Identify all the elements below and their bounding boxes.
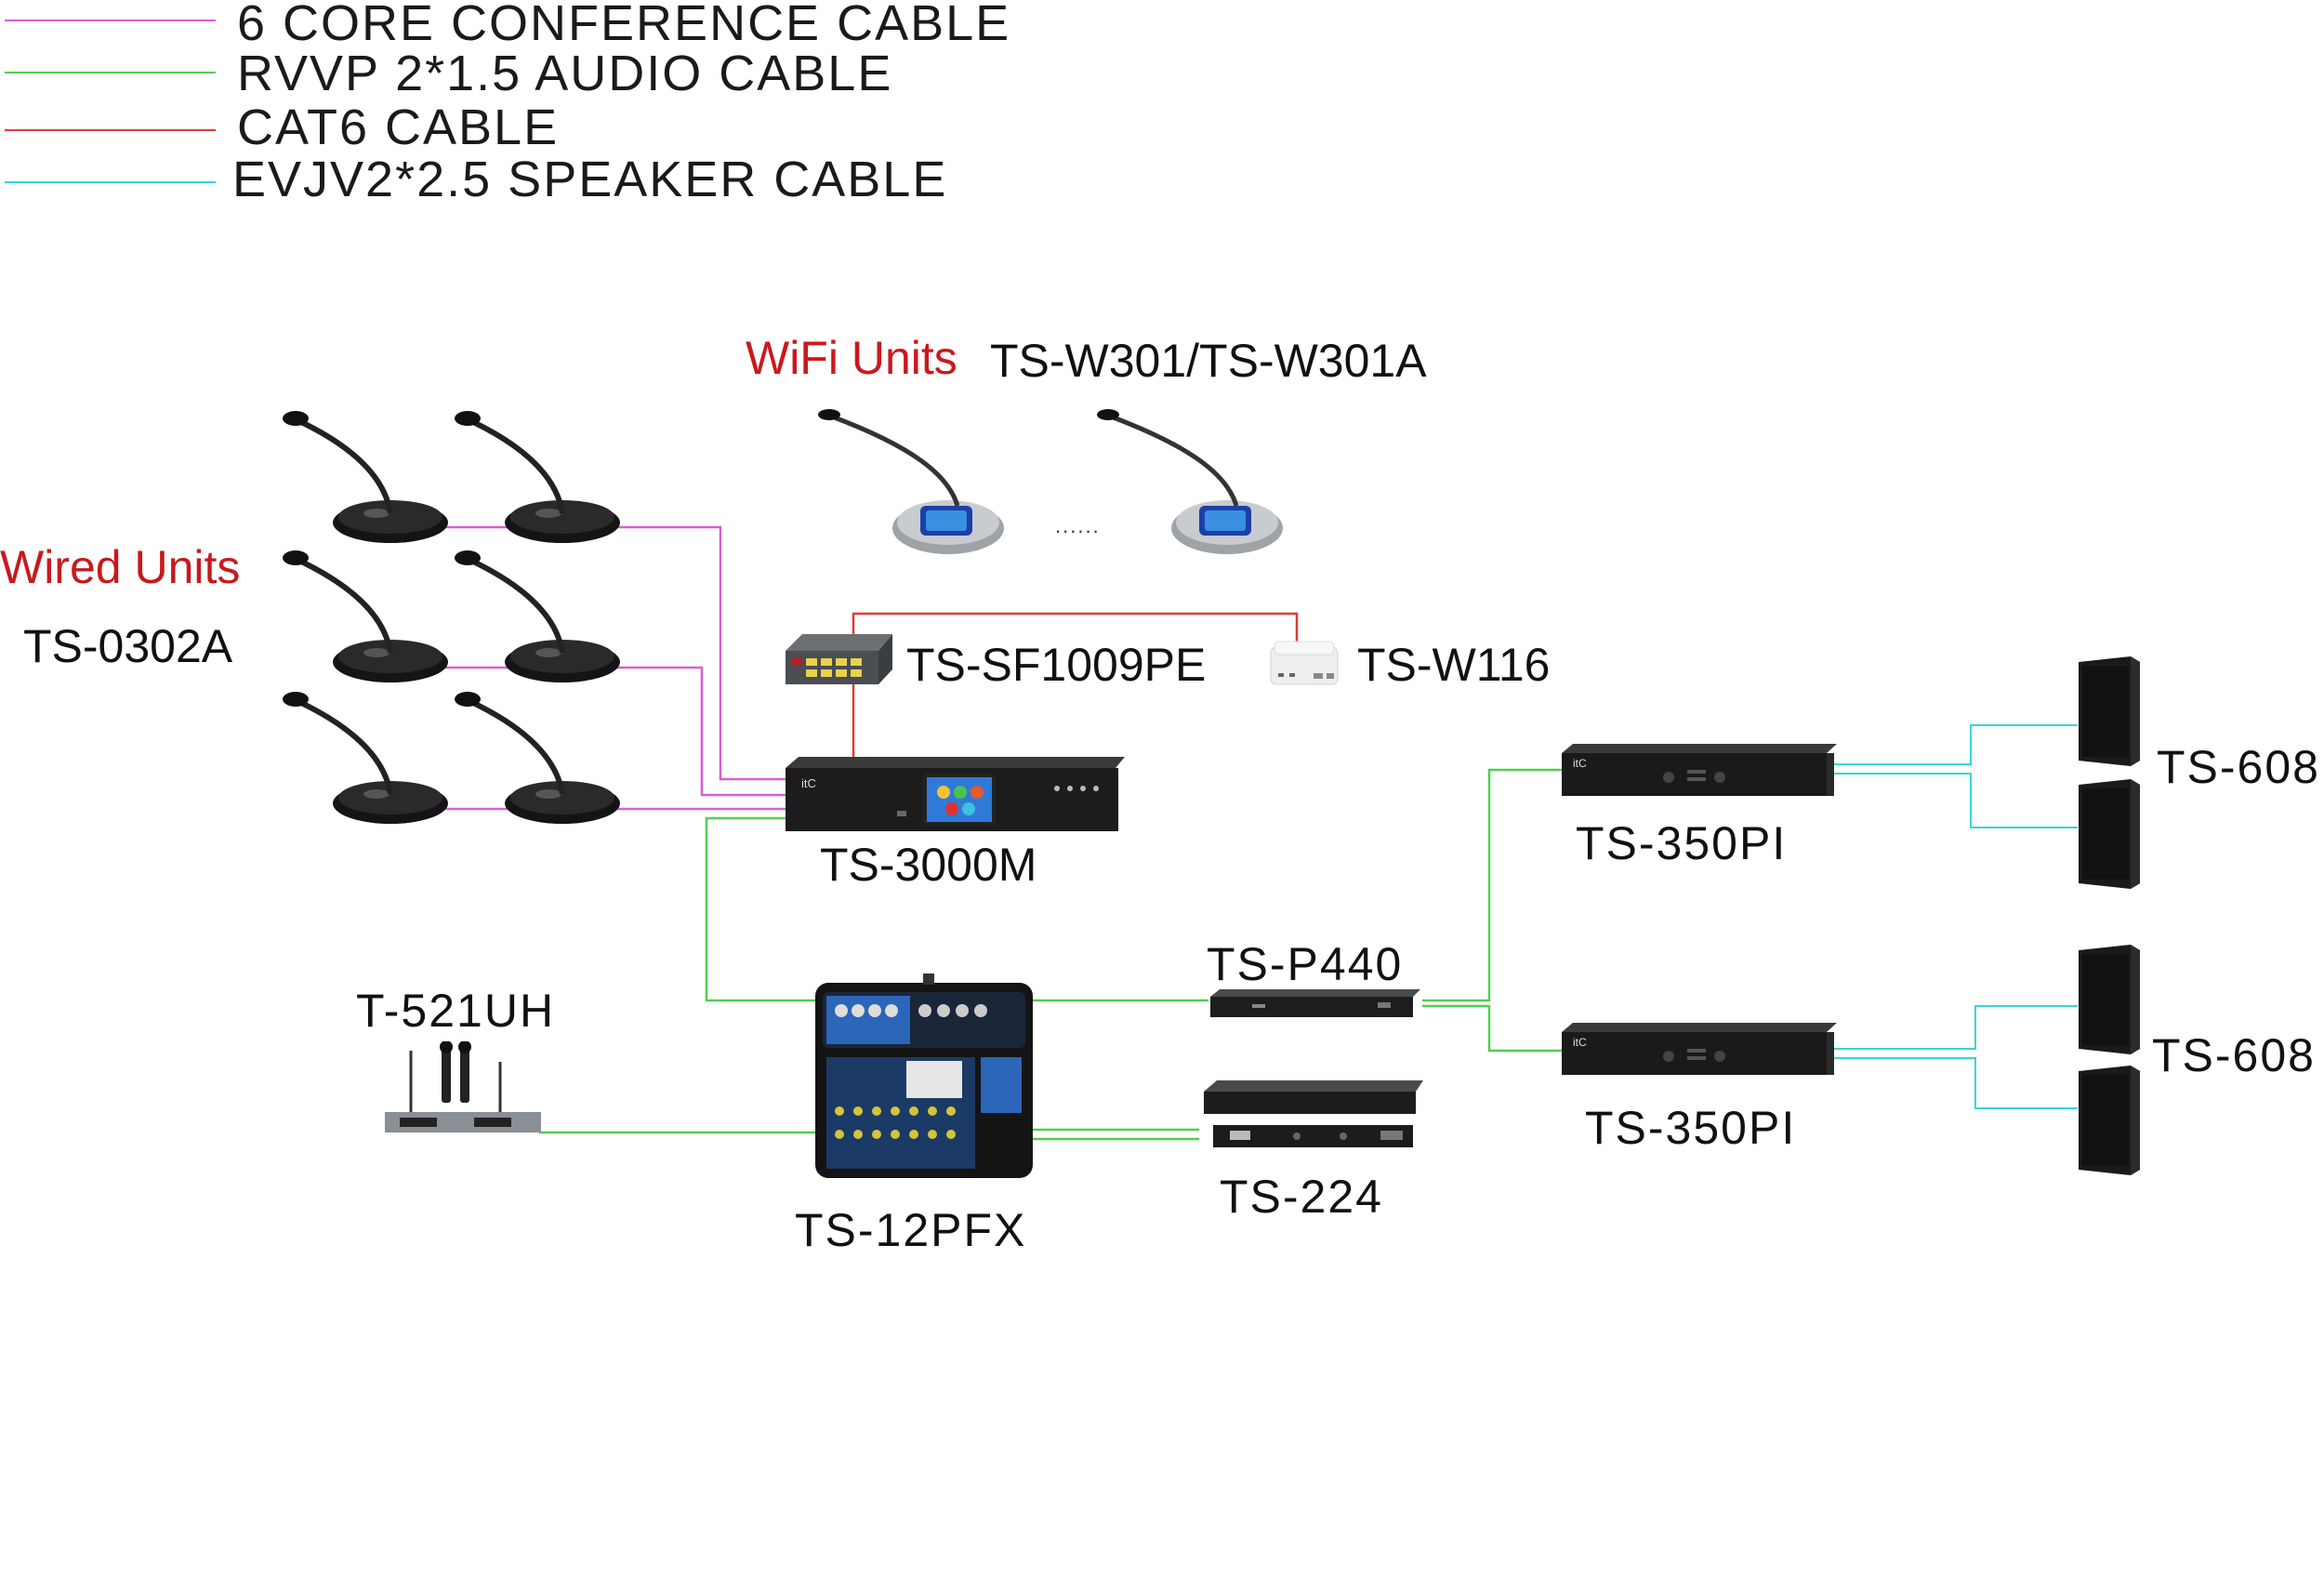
feedback-suppressor-device bbox=[1204, 1080, 1423, 1147]
wifi-ap-label: TS-W116 bbox=[1357, 639, 1551, 691]
main-unit-device bbox=[786, 757, 1125, 831]
speaker-top-label: TS-608 bbox=[2157, 741, 2320, 793]
wired-units-heading: Wired Units bbox=[0, 541, 241, 593]
main-unit-brand: itC bbox=[801, 776, 816, 790]
main-unit-label: TS-3000M bbox=[820, 839, 1037, 891]
wireless-mic-device bbox=[385, 1041, 541, 1132]
amp-bottom-label: TS-350PI bbox=[1585, 1102, 1797, 1154]
feedback-suppressor-label: TS-224 bbox=[1220, 1171, 1383, 1223]
amp-top-device bbox=[1562, 744, 1837, 796]
amp-top-brand: itC bbox=[1573, 757, 1587, 770]
processor-device bbox=[1210, 989, 1420, 1017]
wifi-units-ellipsis: ...... bbox=[1055, 514, 1101, 537]
legend-conference-label: 6 CORE CONFERENCE CABLE bbox=[237, 0, 1011, 51]
wireless-mic-label: T-521UH bbox=[356, 985, 556, 1037]
wired-units-model: TS-0302A bbox=[23, 620, 233, 672]
cat6-cables bbox=[852, 612, 1299, 761]
speaker-cables bbox=[1827, 724, 2078, 1109]
speakers-top bbox=[2079, 656, 2140, 889]
speakers-bottom bbox=[2079, 945, 2140, 1175]
wifi-ap-device bbox=[1270, 641, 1339, 685]
amp-bottom-brand: itC bbox=[1573, 1036, 1587, 1049]
legend-speaker-label: EVJV2*2.5 SPEAKER CABLE bbox=[232, 152, 948, 207]
audio-cables bbox=[539, 768, 1562, 1141]
speaker-bottom-label: TS-608 bbox=[2152, 1029, 2316, 1081]
amp-bottom-device bbox=[1562, 1023, 1837, 1075]
processor-label: TS-P440 bbox=[1207, 938, 1404, 990]
legend-cat6-label: CAT6 CABLE bbox=[237, 99, 560, 155]
mixer-device bbox=[815, 973, 1033, 1178]
mixer-label: TS-12PFX bbox=[795, 1204, 1027, 1256]
switch-label: TS-SF1009PE bbox=[906, 639, 1207, 691]
wifi-units-model: TS-W301/TS-W301A bbox=[990, 335, 1427, 387]
wired-microphones bbox=[279, 409, 930, 855]
switch-device bbox=[786, 634, 892, 684]
amp-top-label: TS-350PI bbox=[1576, 817, 1788, 869]
legend-audio-label: RVVP 2*1.5 AUDIO CABLE bbox=[237, 46, 893, 101]
wifi-microphones bbox=[818, 409, 1301, 567]
wifi-units-heading: WiFi Units bbox=[746, 332, 957, 384]
